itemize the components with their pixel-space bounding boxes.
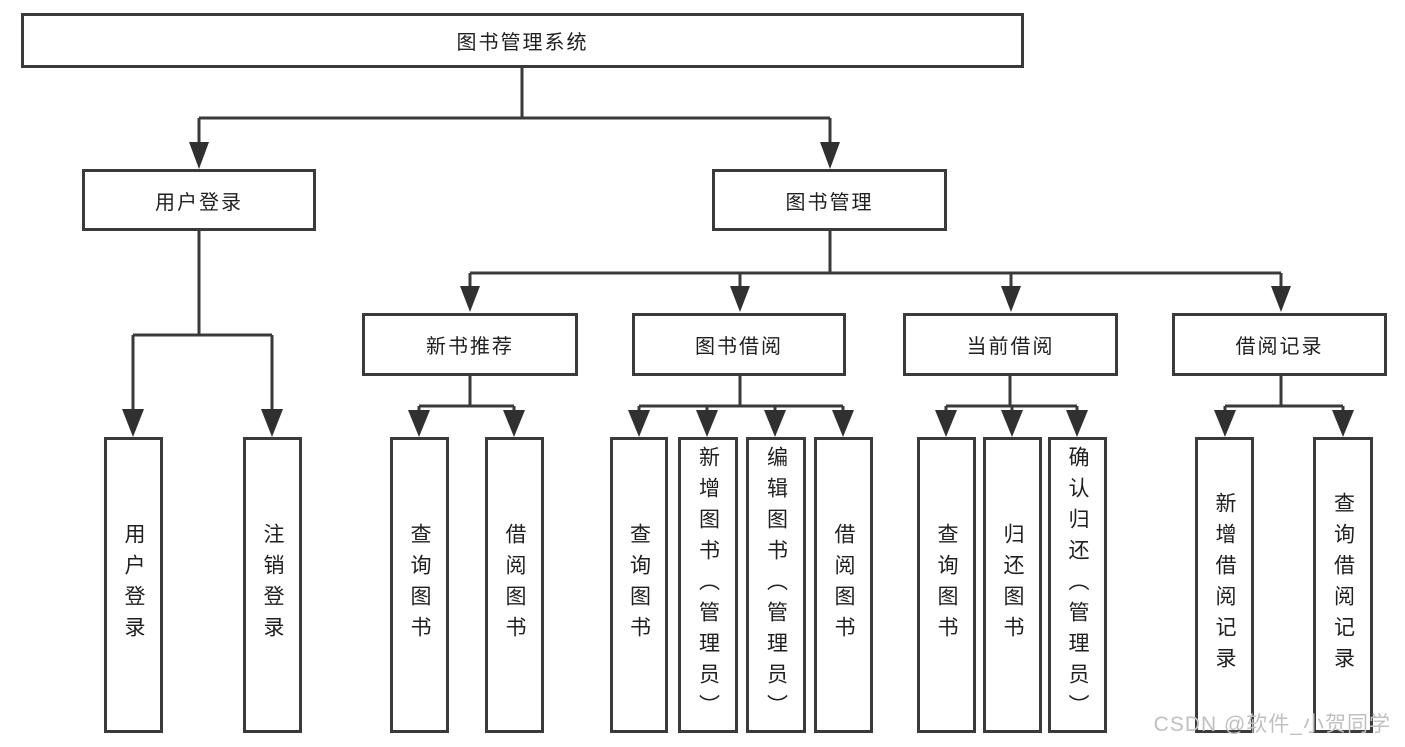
leaf-label: 确认归还（管理员） (1066, 445, 1089, 725)
node-return-books: 归还图书 (983, 437, 1042, 733)
node-confirm-return-admin: 确认归还（管理员） (1048, 437, 1107, 733)
node-book-management: 图书管理 (712, 169, 947, 231)
leaf-label: 查询图书 (935, 523, 958, 647)
watermark: CSDN @软件_小贺同学 (1153, 713, 1391, 736)
node-query-books-borrowing: 查询图书 (610, 437, 668, 733)
node-current-borrowing: 当前借阅 (903, 313, 1118, 376)
node-borrowing-records: 借阅记录 (1172, 313, 1387, 376)
leaf-label: 借阅图书 (503, 523, 526, 647)
arrowheads (122, 142, 1354, 437)
node-add-books-admin: 新增图书（管理员） (678, 437, 738, 733)
node-query-borrow-record: 查询借阅记录 (1313, 437, 1373, 733)
node-query-books-recommend: 查询图书 (390, 437, 449, 733)
leaf-label: 查询图书 (627, 523, 651, 647)
node-book-borrowing: 图书借阅 (632, 313, 846, 376)
leaf-label: 注销登录 (261, 523, 284, 647)
node-query-books-current: 查询图书 (917, 437, 976, 733)
leaf-label: 新增图书（管理员） (696, 445, 720, 725)
leaf-label: 新增借阅记录 (1213, 492, 1236, 678)
node-edit-books-admin: 编辑图书（管理员） (746, 437, 806, 733)
leaf-label: 借阅图书 (832, 523, 855, 647)
leaf-label: 查询借阅记录 (1331, 492, 1355, 678)
leaf-label: 查询图书 (408, 523, 431, 647)
node-borrow-books-recommend: 借阅图书 (485, 437, 544, 733)
leaf-label: 归还图书 (1001, 523, 1024, 647)
node-user-login-leaf: 用户登录 (104, 437, 163, 733)
node-library-system: 图书管理系统 (21, 13, 1024, 68)
leaf-label: 编辑图书（管理员） (764, 445, 788, 725)
node-new-book-recommendation: 新书推荐 (362, 313, 578, 376)
node-borrow-books-borrowing: 借阅图书 (814, 437, 873, 733)
node-user-login: 用户登录 (82, 169, 316, 231)
node-logout: 注销登录 (243, 437, 302, 733)
node-add-borrow-record: 新增借阅记录 (1195, 437, 1254, 733)
leaf-label: 用户登录 (122, 523, 145, 647)
